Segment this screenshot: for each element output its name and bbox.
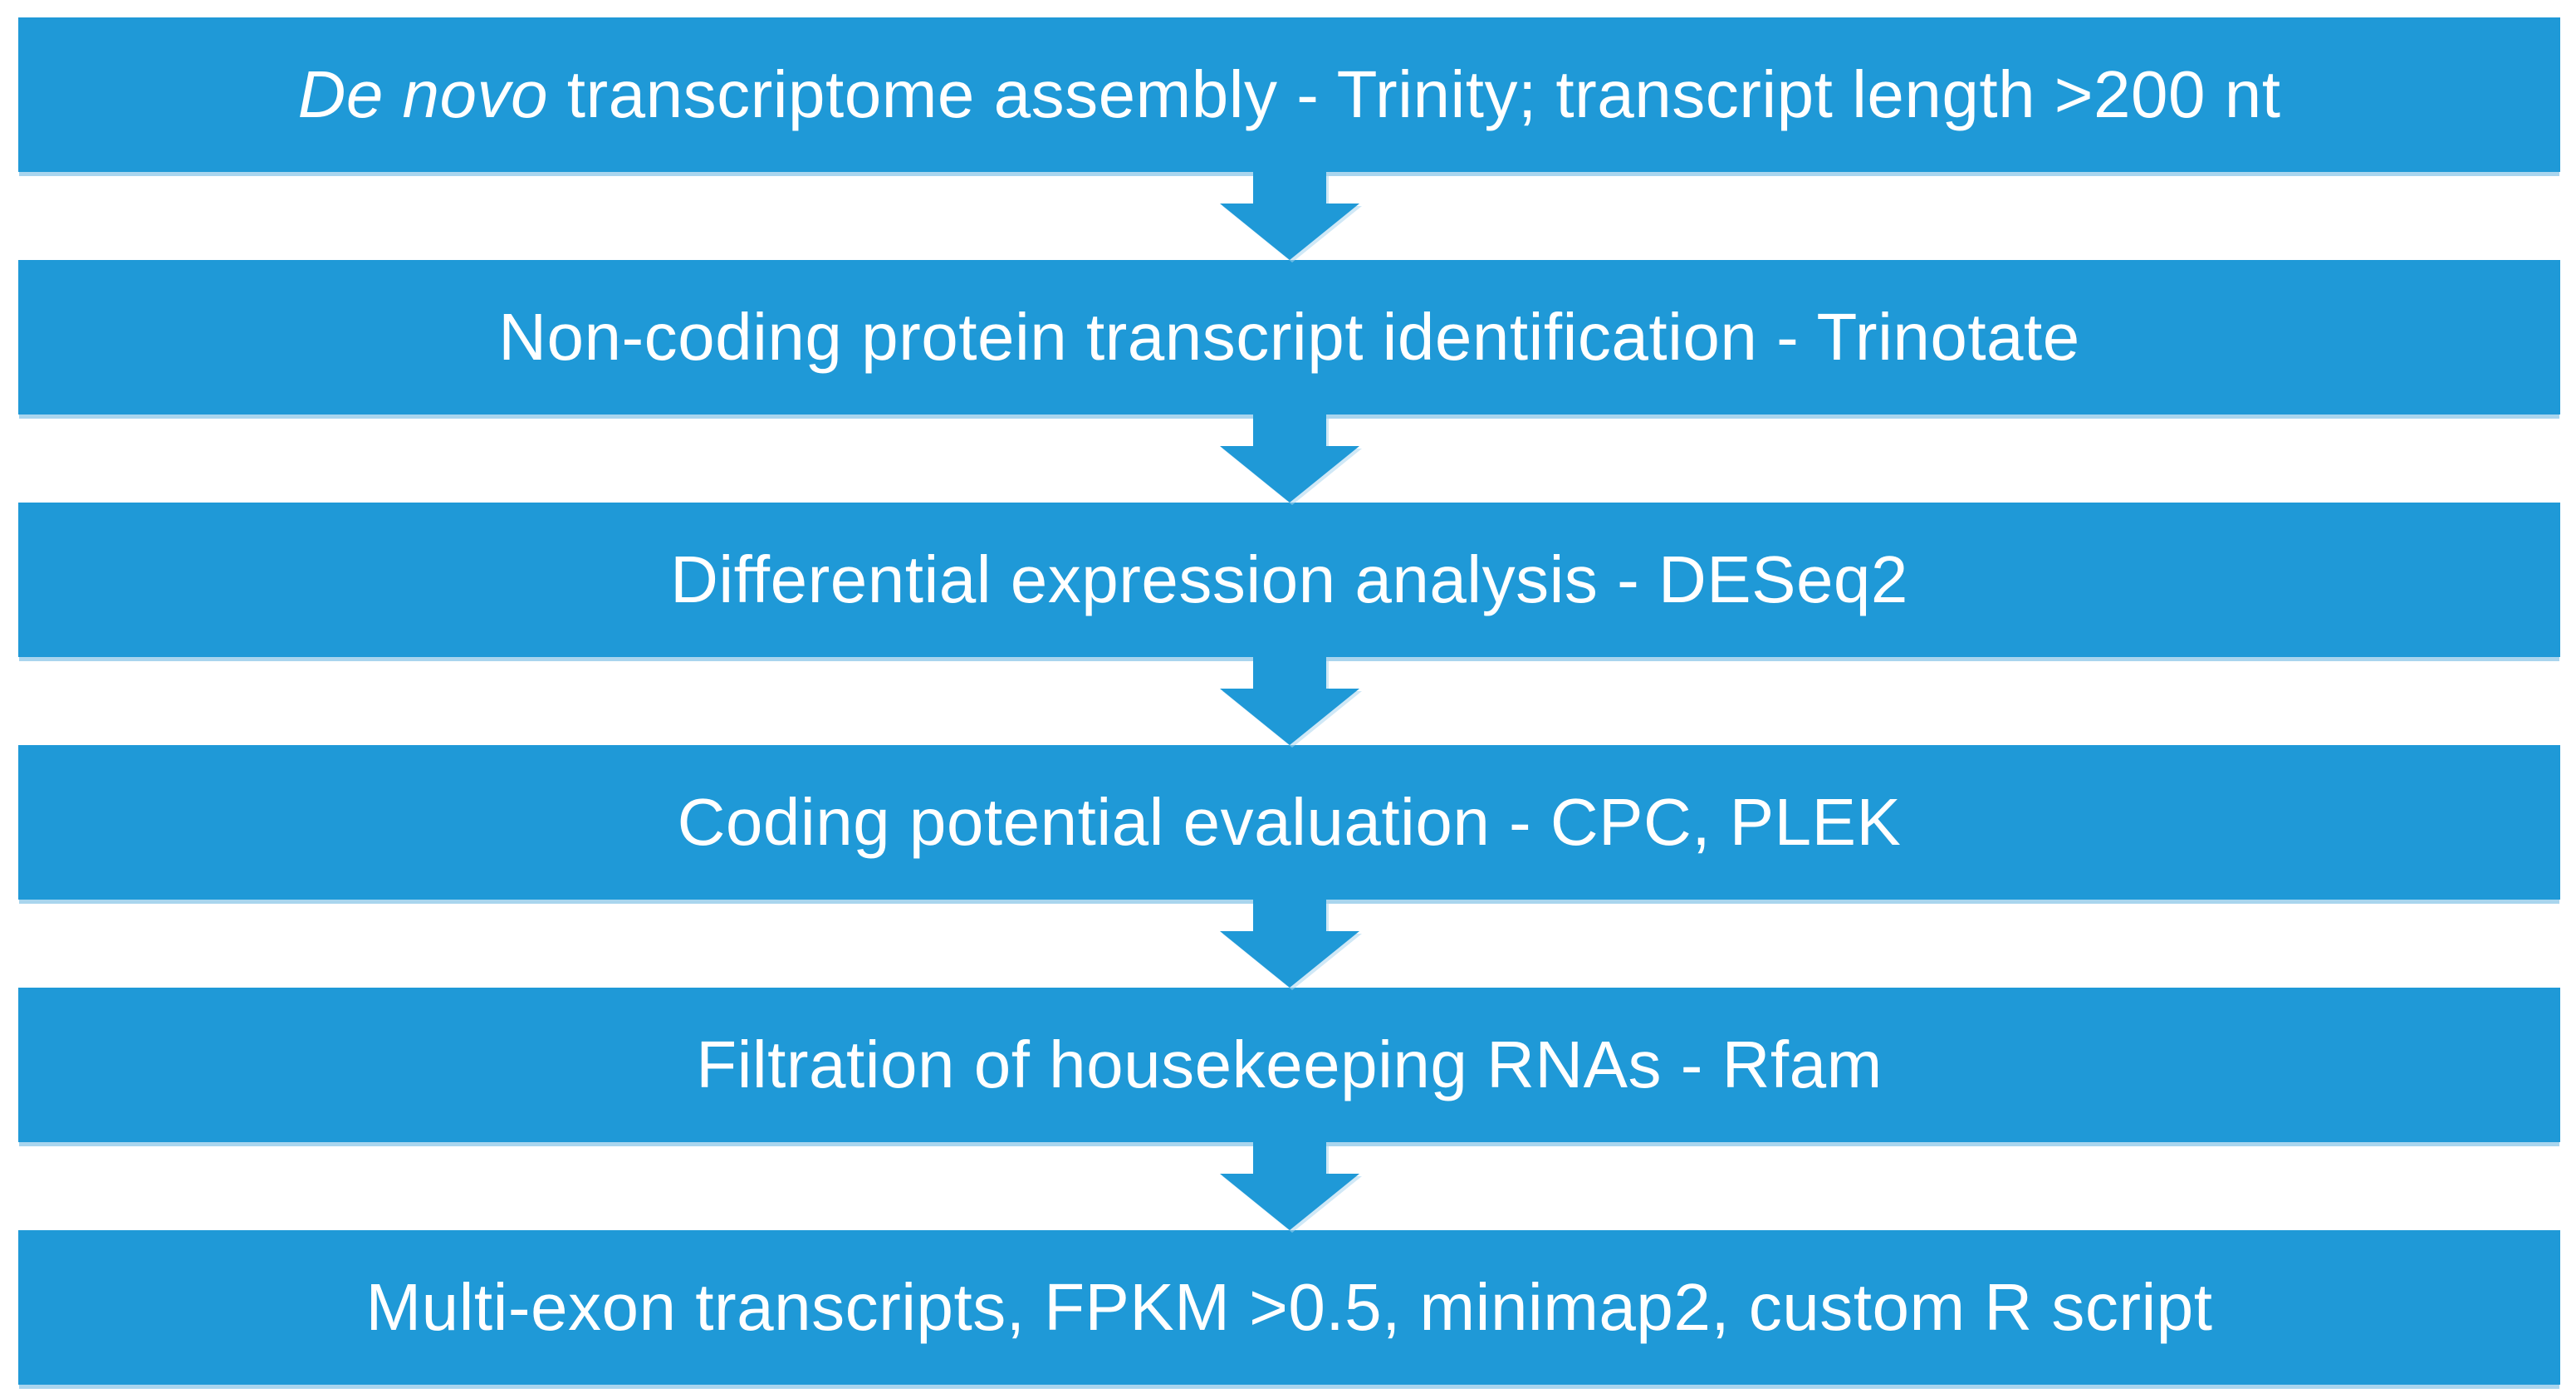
arrow-head	[1219, 204, 1359, 260]
arrow-stem	[1252, 172, 1326, 204]
down-arrow-icon	[1219, 172, 1359, 260]
flow-step: Multi-exon transcripts, FPKM >0.5, minim…	[18, 1230, 2560, 1385]
arrow-gap	[18, 1142, 2560, 1230]
down-arrow-icon	[1219, 414, 1359, 503]
down-arrow-icon	[1219, 900, 1359, 988]
flow-step-label: Non-coding protein transcript identifica…	[473, 304, 2105, 370]
flow-step-text-segment: Differential expression analysis - DESeq…	[670, 542, 1908, 616]
arrow-head	[1219, 446, 1359, 503]
arrow-gap	[18, 900, 2560, 988]
down-arrow-icon	[1219, 657, 1359, 745]
flow-step-label: De novo transcriptome assembly - Trinity…	[273, 61, 2306, 128]
arrow-gap	[18, 172, 2560, 260]
arrow-stem	[1252, 1142, 1326, 1174]
flowchart: De novo transcriptome assembly - Trinity…	[18, 17, 2560, 1385]
flow-step-label: Differential expression analysis - DESeq…	[645, 547, 1933, 613]
flow-step: Coding potential evaluation - CPC, PLEK	[18, 745, 2560, 900]
flow-step-text-segment: De novo	[297, 57, 549, 131]
flow-step-label: Filtration of housekeeping RNAs - Rfam	[671, 1032, 1908, 1098]
arrow-stem	[1252, 414, 1326, 446]
arrow-head	[1219, 1174, 1359, 1230]
down-arrow-icon	[1219, 1142, 1359, 1230]
flow-step: Filtration of housekeeping RNAs - Rfam	[18, 988, 2560, 1142]
flow-step: Non-coding protein transcript identifica…	[18, 260, 2560, 414]
arrow-stem	[1252, 657, 1326, 689]
arrow-gap	[18, 414, 2560, 503]
arrow-stem	[1252, 900, 1326, 931]
flow-step-label: Multi-exon transcripts, FPKM >0.5, minim…	[341, 1274, 2238, 1341]
arrow-head	[1219, 689, 1359, 745]
arrow-head	[1219, 931, 1359, 988]
flow-step-text-segment: Filtration of housekeeping RNAs - Rfam	[696, 1028, 1883, 1101]
flow-step-label: Coding potential evaluation - CPC, PLEK	[653, 789, 1927, 856]
arrow-gap	[18, 657, 2560, 745]
flow-step-text-segment: transcriptome assembly - Trinity; transc…	[548, 57, 2281, 131]
flow-step-text-segment: Multi-exon transcripts, FPKM >0.5, minim…	[365, 1270, 2213, 1344]
flow-step-text-segment: Coding potential evaluation - CPC, PLEK	[677, 785, 1902, 859]
flow-step: Differential expression analysis - DESeq…	[18, 503, 2560, 657]
flow-step-text-segment: Non-coding protein transcript identifica…	[498, 300, 2080, 374]
flow-step: De novo transcriptome assembly - Trinity…	[18, 17, 2560, 172]
